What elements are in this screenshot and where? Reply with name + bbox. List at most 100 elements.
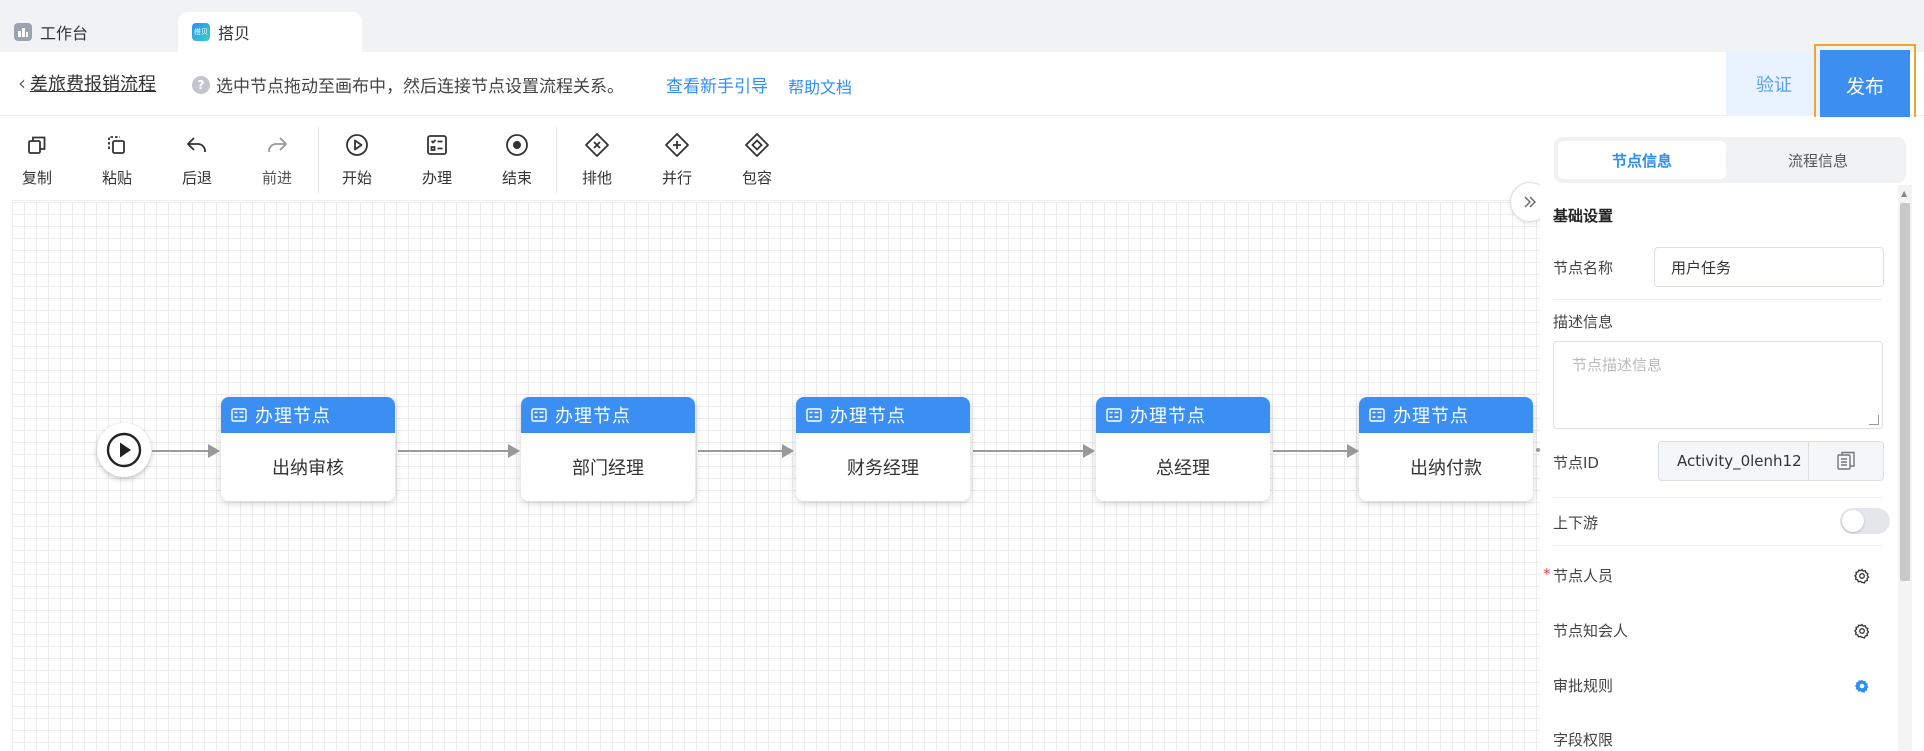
- start-icon: [343, 131, 371, 159]
- paste-button[interactable]: 粘贴: [82, 131, 152, 188]
- redo-button[interactable]: 前进: [242, 131, 312, 188]
- flow-connector[interactable]: [398, 444, 520, 458]
- node-notify-settings-button[interactable]: [1852, 621, 1872, 641]
- node-users-settings-button[interactable]: [1852, 566, 1872, 586]
- undo-icon: [183, 131, 211, 159]
- hint-text: ? 选中节点拖动至画布中，然后连接节点设置流程关系。: [192, 72, 624, 97]
- tab-node-info[interactable]: 节点信息: [1558, 141, 1726, 179]
- gear-active-icon: [1854, 679, 1869, 693]
- field-divider: [1553, 299, 1883, 300]
- start-event-node[interactable]: [97, 423, 151, 477]
- tab-label: 工作台: [40, 24, 89, 43]
- copy-button[interactable]: 复制: [2, 131, 72, 188]
- flow-title: 差旅费报销流程: [30, 74, 156, 95]
- back-link[interactable]: ‹ 差旅费报销流程: [18, 70, 156, 96]
- verify-button[interactable]: 验证: [1726, 52, 1822, 116]
- panel-tabs: 节点信息 流程信息: [1554, 137, 1906, 183]
- task-node-name: 总经理: [1156, 458, 1210, 479]
- flow-connector[interactable]: [973, 444, 1095, 458]
- updown-label: 上下游: [1553, 514, 1599, 532]
- help-doc-link[interactable]: 帮助文档: [788, 78, 853, 97]
- tab-label: 搭贝: [218, 24, 251, 43]
- toggle-knob: [1842, 510, 1864, 532]
- field-divider: [1553, 497, 1883, 498]
- undo-button[interactable]: 后退: [162, 131, 232, 188]
- task-node-type: 办理节点: [1130, 406, 1206, 427]
- tab-flow-info[interactable]: 流程信息: [1787, 151, 1848, 170]
- task-node-type: 办理节点: [555, 406, 631, 427]
- canvas-left-edge: [0, 117, 12, 751]
- task-node[interactable]: 办理节点 部门经理: [521, 397, 695, 501]
- task-node[interactable]: 办理节点 出纳付款: [1359, 397, 1533, 501]
- task-node-type: 办理节点: [1393, 406, 1469, 427]
- parallel-gateway-icon: [663, 131, 691, 159]
- copy-icon: [1837, 451, 1855, 470]
- resize-handle-icon[interactable]: [1869, 415, 1879, 425]
- start-tool[interactable]: 开始: [322, 131, 392, 188]
- hint-label: 选中节点拖动至画布中，然后连接节点设置流程关系。: [216, 77, 624, 97]
- tab-dabei[interactable]: 搭贝 搭贝: [178, 12, 362, 52]
- guide-link[interactable]: 查看新手引导: [666, 77, 768, 97]
- node-users-label: *节点人员: [1543, 565, 1614, 586]
- tool-label: 排他: [581, 169, 612, 187]
- task-node-header: 办理节点: [221, 397, 395, 433]
- description-textarea[interactable]: 节点描述信息: [1553, 341, 1883, 429]
- task-node-icon: [531, 408, 547, 422]
- task-node-icon: [1106, 408, 1122, 422]
- node-users-text: 节点人员: [1553, 567, 1614, 585]
- tool-label: 开始: [341, 169, 372, 187]
- task-node[interactable]: 办理节点 总经理: [1096, 397, 1270, 501]
- scroll-thumb[interactable]: [1900, 203, 1910, 581]
- task-node-name: 财务经理: [847, 458, 919, 479]
- tab-workbench[interactable]: 工作台: [0, 12, 178, 52]
- flow-connector[interactable]: [1273, 444, 1359, 458]
- task-node-type: 办理节点: [255, 406, 331, 427]
- task-tool[interactable]: 办理: [402, 131, 472, 188]
- task-node-icon: [1369, 408, 1385, 422]
- chevron-left-icon: ‹: [18, 71, 26, 95]
- node-toolbar: 复制 粘贴 后退 前进 开始 办理 结束 排他 并行 包容: [0, 117, 1540, 201]
- node-name-input[interactable]: [1654, 247, 1884, 287]
- inclusive-gateway-tool[interactable]: 包容: [722, 131, 792, 188]
- flow-connector[interactable]: [152, 444, 220, 458]
- exclusive-gateway-tool[interactable]: 排他: [562, 131, 632, 188]
- description-label: 描述信息: [1553, 313, 1614, 331]
- tool-label: 结束: [501, 169, 532, 187]
- flow-connector[interactable]: [698, 444, 794, 458]
- panel-scrollbar[interactable]: ▲: [1898, 185, 1912, 751]
- publish-button[interactable]: 发布: [1820, 50, 1910, 120]
- task-node[interactable]: 办理节点 出纳审核: [221, 397, 395, 501]
- updown-toggle[interactable]: [1840, 508, 1890, 534]
- node-id-field: Activity_0lenh12: [1658, 441, 1884, 481]
- end-icon: [503, 131, 531, 159]
- flow-connector-stub: [1536, 448, 1540, 452]
- tool-label: 复制: [21, 169, 52, 187]
- required-mark: *: [1543, 565, 1551, 583]
- approval-rule-settings-button[interactable]: [1852, 676, 1872, 696]
- field-divider: [1553, 545, 1883, 546]
- browser-tab-bar: 工作台 搭贝 搭贝: [0, 0, 1924, 52]
- start-event-icon: [106, 432, 142, 468]
- task-node-header: 办理节点: [796, 397, 970, 433]
- task-node[interactable]: 办理节点 财务经理: [796, 397, 970, 501]
- parallel-gateway-tool[interactable]: 并行: [642, 131, 712, 188]
- approval-rule-label: 审批规则: [1553, 677, 1614, 695]
- gear-icon: [1854, 568, 1870, 584]
- editor-header: ‹ 差旅费报销流程 ? 选中节点拖动至画布中，然后连接节点设置流程关系。 查看新…: [0, 44, 1924, 126]
- copy-id-button[interactable]: [1809, 442, 1883, 480]
- redo-icon: [263, 131, 291, 159]
- tool-label: 包容: [741, 169, 772, 187]
- task-node-icon: [806, 408, 822, 422]
- toolbar-divider: [318, 127, 319, 193]
- paste-icon: [103, 131, 131, 159]
- double-chevron-right-icon: [1524, 196, 1536, 208]
- task-icon: [423, 131, 451, 159]
- tool-label: 办理: [421, 169, 452, 187]
- task-node-type: 办理节点: [830, 406, 906, 427]
- node-notify-label: 节点知会人: [1553, 622, 1629, 640]
- task-node-name: 出纳审核: [272, 458, 344, 479]
- scroll-up-icon[interactable]: ▲: [1901, 189, 1908, 198]
- node-id-value: Activity_0lenh12: [1659, 442, 1809, 480]
- task-node-name: 部门经理: [572, 458, 644, 479]
- end-tool[interactable]: 结束: [482, 131, 552, 188]
